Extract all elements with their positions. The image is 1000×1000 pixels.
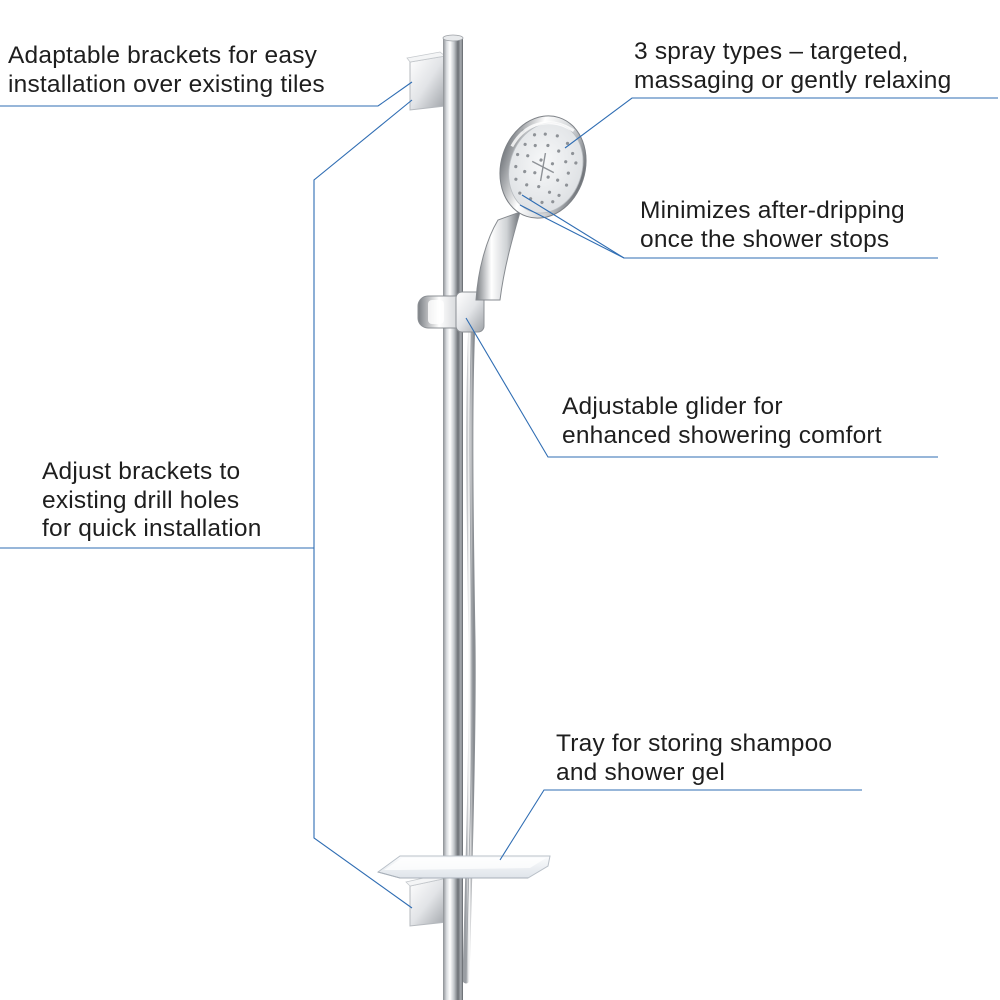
glider-holder bbox=[417, 291, 485, 333]
leader-tray bbox=[499, 789, 862, 861]
callout-brackets-easy-line2: installation over existing tiles bbox=[8, 70, 325, 98]
leader-glider bbox=[465, 317, 938, 458]
callout-drill-holes-line2: existing drill holes bbox=[42, 486, 240, 514]
callout-glider: Adjustable glider for enhanced showering… bbox=[562, 393, 882, 450]
leader-lines bbox=[0, 81, 998, 909]
leader-spray-types bbox=[564, 97, 998, 149]
callout-drill-holes-line1: Adjust brackets to bbox=[42, 458, 241, 485]
hand-shower bbox=[475, 115, 587, 301]
callout-spray-types-line1: 3 spray types – targeted, bbox=[634, 38, 909, 65]
callout-glider-line2: enhanced showering comfort bbox=[562, 421, 882, 449]
callout-drill-holes-line3: for quick installation bbox=[42, 515, 262, 542]
shampoo-tray bbox=[376, 855, 551, 879]
bottom-wall-bracket bbox=[405, 873, 449, 927]
shower-rail bbox=[442, 34, 464, 1000]
callout-after-dripping-line1: Minimizes after-dripping bbox=[640, 197, 905, 224]
callout-brackets-easy-line1: Adaptable brackets for easy bbox=[8, 42, 318, 69]
leader-after-dripping-2 bbox=[521, 194, 625, 259]
callout-brackets-easy: Adaptable brackets for easy installation… bbox=[8, 42, 325, 99]
callout-after-dripping: Minimizes after-dripping once the shower… bbox=[640, 197, 905, 254]
callout-drill-holes: Adjust brackets to existing drill holes … bbox=[42, 458, 262, 544]
leader-brackets-easy bbox=[0, 81, 413, 107]
callout-tray: Tray for storing shampoo and shower gel bbox=[556, 730, 832, 787]
leader-drill-holes bbox=[313, 99, 413, 909]
callout-after-dripping-line2: once the shower stops bbox=[640, 225, 890, 253]
top-wall-bracket bbox=[406, 51, 446, 111]
callout-spray-types: 3 spray types – targeted, massaging or g… bbox=[634, 38, 951, 95]
callout-spray-types-line2: massaging or gently relaxing bbox=[634, 66, 952, 94]
callout-tray-line1: Tray for storing shampoo bbox=[556, 730, 833, 757]
spray-nozzles bbox=[514, 129, 578, 205]
callout-glider-line1: Adjustable glider for bbox=[562, 393, 783, 420]
callout-tray-line2: and shower gel bbox=[556, 758, 725, 786]
